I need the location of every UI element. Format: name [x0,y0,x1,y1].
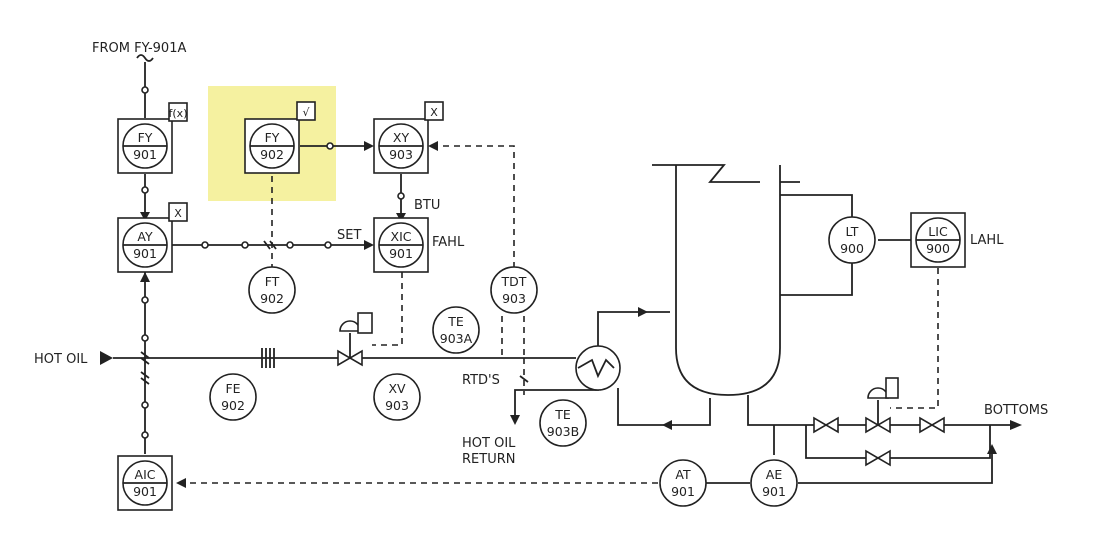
ay901-function-block: X [168,202,188,222]
level-connections [780,194,853,296]
xv903-circle [373,373,421,421]
tdt903-number: 903 [502,291,526,306]
xv903-valve [337,312,373,367]
xy903-function-block: X [424,101,444,121]
ay901-function-label: X [174,207,182,220]
signal-tdt903-xy903 [428,141,515,268]
lic900-instrument: LIC 900 [910,212,966,268]
signal-from-fy901a [136,54,154,118]
ae901-circle [750,459,798,507]
signal-xy903-xic901 [396,174,406,222]
xic901-tag: XIC [391,229,412,244]
lt900-number: 900 [840,241,864,256]
fy902-function-block: √ [296,101,316,121]
ay901-tag: AY [137,229,153,244]
lt900-instrument: LT 900 [828,216,876,264]
fe902-instrument: FE 902 [209,373,257,421]
btu-label: BTU [414,198,440,213]
xy903-instrument: XY 903 [373,118,429,174]
ay901-instrument: AY 901 [117,217,173,273]
aic901-tag: AIC [135,467,156,482]
set-label: SET [337,228,361,243]
te903b-instrument: TE 903B [539,399,587,447]
tdt903-instrument: TDT 903 [490,266,538,314]
aic901-instrument: AIC 901 [117,455,173,511]
fy902-function-box [296,101,316,121]
xy903-function-box [424,101,444,121]
reboiler-loop [597,307,711,430]
xy903-tag: XY [393,130,410,145]
tdt903-circle [490,266,538,314]
fy901-function-box [168,102,188,122]
te903a-number: 903A [440,331,473,346]
ay901-function-box [168,202,188,222]
at901-instrument: AT 901 [659,459,707,507]
fy902-function-label: √ [302,106,310,119]
ae901-number: 901 [762,484,786,499]
lt900-tag: LT [846,224,859,239]
signal-xic901-xv903 [372,272,403,346]
ae901-instrument: AE 901 [750,459,798,507]
fy901-instrument: FY 901 [117,118,173,174]
xic901-instrument: XIC 901 [373,217,429,273]
aic901-number: 901 [133,484,157,499]
hot-oil-return-label-1: HOT OIL [462,436,516,451]
tdt903-tag: TDT [501,274,527,289]
fy901-function-label: f(x) [169,107,188,120]
xy903-number: 903 [389,147,413,162]
fy902-instrument: FY 902 [244,118,300,174]
te903b-tag: TE [554,407,571,422]
rtd-connections [501,316,529,395]
fy901-tag: FY [138,130,153,145]
ae901-tag: AE [766,467,783,482]
bottoms-valves [813,377,945,467]
ft902-circle [248,266,296,314]
fy902-tag: FY [265,130,280,145]
fe902-number: 902 [221,398,245,413]
xv903-number: 903 [385,398,409,413]
xic901-number: 901 [389,246,413,261]
fe902-circle [209,373,257,421]
hot-oil-label: HOT OIL [34,352,88,367]
signal-fy901-ay901 [140,174,150,221]
fy901-number: 901 [133,147,157,162]
te903a-tag: TE [447,314,464,329]
at901-circle [659,459,707,507]
ay901-number: 901 [133,246,157,261]
te903a-instrument: TE 903A [432,306,480,354]
signal-aic901-ay901 [140,272,150,454]
fahl-label: FAHL [432,235,465,250]
heat-exchanger [575,345,621,391]
te903a-circle [432,306,480,354]
lic900-number: 900 [926,241,950,256]
from-fy901a-label: FROM FY-901A [92,41,186,56]
xv903-tag: XV [388,381,406,396]
ft902-tag: FT [265,274,280,289]
fe902-tag: FE [225,381,240,396]
te903b-number: 903B [547,424,579,439]
signal-ay901-xic901 [172,240,374,250]
signal-lic900-valve [890,268,939,409]
bottoms-label: BOTTOMS [984,403,1048,418]
lic900-tag: LIC [928,224,948,239]
signal-fy902-xy903 [300,141,374,151]
lt900-circle [828,216,876,264]
te903b-circle [539,399,587,447]
fy901-function-block: f(x) [168,102,188,122]
signal-at901-aic901 [176,478,658,488]
at901-number: 901 [671,484,695,499]
xv903-instrument: XV 903 [373,373,421,421]
fy902-number: 902 [260,147,284,162]
hot-oil-return-label-2: RETURN [462,452,515,467]
rtds-label: RTD'S [462,373,500,388]
xy903-function-label: X [430,106,438,119]
ft902-number: 902 [260,291,284,306]
distillation-column [652,164,800,396]
ft902-instrument: FT 902 [248,266,296,314]
lahl-label: LAHL [970,233,1004,248]
at901-tag: AT [675,467,691,482]
